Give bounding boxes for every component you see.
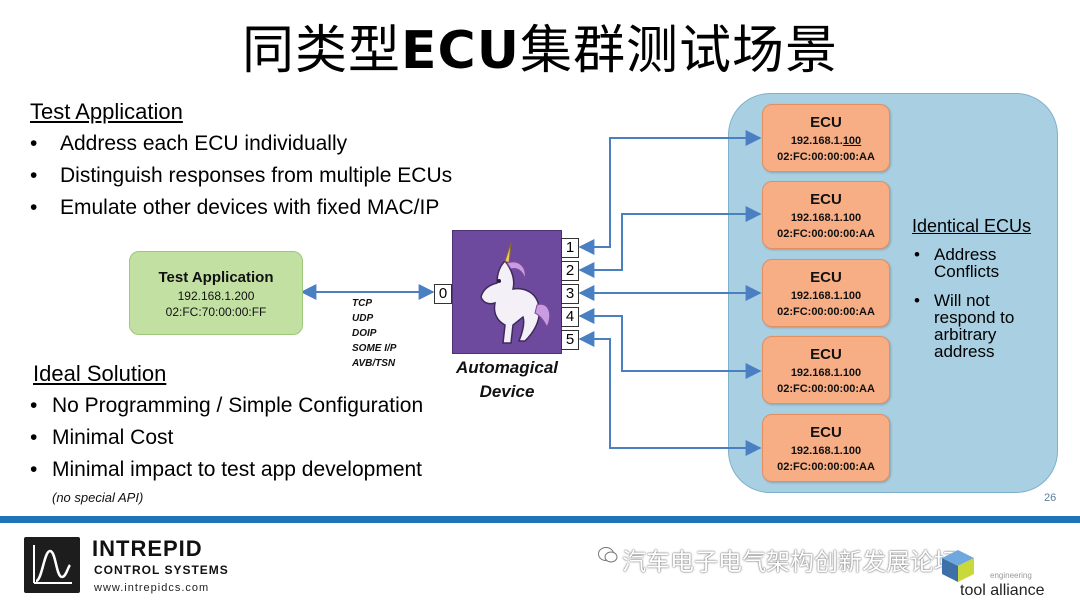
watermark-text: 汽车电子电气架构创新发展论坛 xyxy=(622,548,958,576)
page-number: 26 xyxy=(1044,492,1057,504)
test-application-box: Test Application 192.168.1.200 02:FC:70:… xyxy=(129,251,303,335)
test-app-mac: 02:FC:70:00:00:FF xyxy=(165,305,267,319)
test-app-ip: 192.168.1.200 xyxy=(177,289,255,303)
ecu-ip: 192.168.1.100 xyxy=(790,445,862,457)
bullet-item: No Programming / Simple Configuration xyxy=(30,390,423,422)
protocol-label: UDP xyxy=(352,313,374,324)
wechat-icon xyxy=(598,547,618,563)
test-app-name: Test Application xyxy=(158,269,274,286)
company-name: INTREPID xyxy=(92,536,203,561)
tool-alliance-subtext: engineering xyxy=(990,571,1032,580)
ideal-solution-heading: Ideal Solution xyxy=(33,361,167,386)
protocol-label: DOIP xyxy=(352,328,377,339)
footer-bar xyxy=(0,516,1080,523)
automagical-device xyxy=(452,230,562,354)
bullet-item: Minimal Cost xyxy=(30,422,423,454)
port-5: 5 xyxy=(561,330,579,350)
tool-alliance-cube-icon xyxy=(942,550,974,582)
ecu-mac: 02:FC:00:00:00:AA xyxy=(777,461,875,473)
port-1: 1 xyxy=(561,238,579,258)
tool-alliance-label: tool alliance xyxy=(960,582,1045,599)
test-application-heading: Test Application xyxy=(30,99,183,124)
ecu-box-1: ECU 192.168.1.100 02:FC:00:00:00:AA xyxy=(762,104,890,172)
ideal-solution-bullets: No Programming / Simple Configuration Mi… xyxy=(30,390,423,486)
ecu-box-5: ECU 192.168.1.100 02:FC:00:00:00:AA xyxy=(762,414,890,482)
ecu-name: ECU xyxy=(810,114,842,131)
protocol-label: TCP xyxy=(352,298,372,309)
ecu-ip: 192.168.1.100 xyxy=(790,367,862,379)
ecu-mac: 02:FC:00:00:00:AA xyxy=(777,228,875,240)
arrow-port4-ecu4 xyxy=(578,308,762,379)
ecu-box-4: ECU 192.168.1.100 02:FC:00:00:00:AA xyxy=(762,336,890,404)
identical-ecus-heading: Identical ECUs xyxy=(912,216,1032,236)
identical-ecus-bullets: Address Conflicts Will not respond to ar… xyxy=(914,246,1034,372)
ecu-box-2: ECU 192.168.1.100 02:FC:00:00:00:AA xyxy=(762,181,890,249)
port-4: 4 xyxy=(561,307,579,327)
ecu-name: ECU xyxy=(810,269,842,286)
ecu-name: ECU xyxy=(810,346,842,363)
device-label: Automagical Device xyxy=(455,358,559,401)
protocol-label: AVB/TSN xyxy=(352,358,396,369)
unicorn-icon xyxy=(453,231,561,353)
bullet-item: Address each ECU individually xyxy=(30,128,452,160)
ecu-mac: 02:FC:00:00:00:AA xyxy=(777,151,875,163)
bullet-item: Distinguish responses from multiple ECUs xyxy=(30,160,452,192)
port-3: 3 xyxy=(561,284,579,304)
ecu-box-3: ECU 192.168.1.100 02:FC:00:00:00:AA xyxy=(762,259,890,327)
bullet-item: Will not respond to arbitrary address xyxy=(914,292,1034,360)
company-url: www.intrepidcs.com xyxy=(94,582,210,594)
arrow-port1-ecu1 xyxy=(578,130,762,255)
ecu-mac: 02:FC:00:00:00:AA xyxy=(777,306,875,318)
ecu-ip: 192.168.1.100 xyxy=(790,135,862,147)
intrepid-logo-icon xyxy=(24,537,80,593)
protocol-label: SOME I/P xyxy=(352,343,397,354)
protocol-list: TCP UDP DOIP SOME I/P AVB/TSN xyxy=(352,296,396,371)
port-2: 2 xyxy=(561,261,579,281)
test-application-bullets: Address each ECU individually Distinguis… xyxy=(30,128,452,224)
slide-title: 同类型ECU集群测试场景 xyxy=(242,21,838,81)
ecu-ip: 192.168.1.100 xyxy=(790,212,862,224)
port-0: 0 xyxy=(434,284,452,304)
ecu-mac: 02:FC:00:00:00:AA xyxy=(777,383,875,395)
arrow-port5-ecu5 xyxy=(578,331,762,456)
ecu-name: ECU xyxy=(810,191,842,208)
bullet-item: Minimal impact to test app development xyxy=(30,454,423,486)
footer xyxy=(0,523,1080,608)
bullet-item: Emulate other devices with fixed MAC/IP xyxy=(30,192,452,224)
ideal-solution-note: (no special API) xyxy=(52,490,144,505)
ecu-name: ECU xyxy=(810,424,842,441)
arrow-port2-ecu2 xyxy=(578,206,762,278)
bullet-item: Address Conflicts xyxy=(914,246,1034,280)
ecu-ip: 192.168.1.100 xyxy=(790,290,862,302)
company-subtitle: CONTROL SYSTEMS xyxy=(94,563,229,577)
